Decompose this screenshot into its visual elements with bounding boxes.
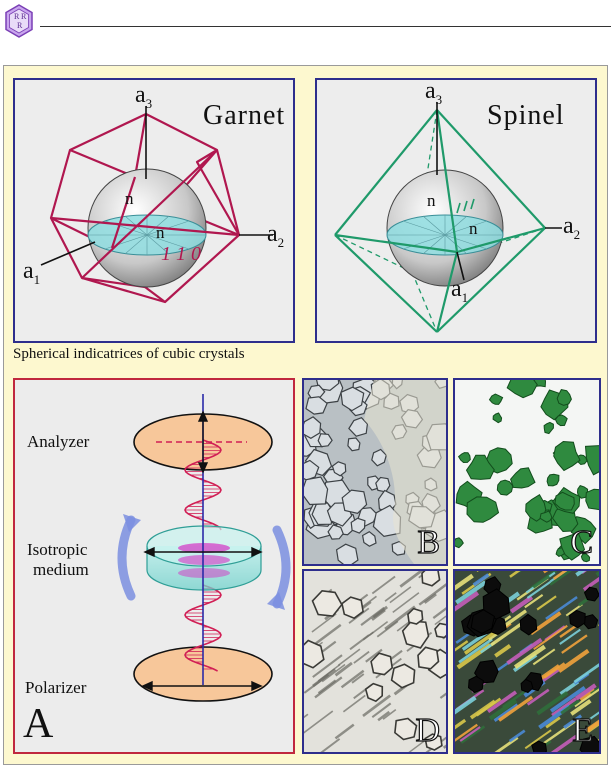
spinel-title: Spinel — [487, 100, 565, 131]
garnet-diagram: n n 1 1 0 — [40, 106, 273, 304]
photo-letter-e: E — [572, 711, 594, 749]
axis-a1-label: a1 — [451, 276, 469, 305]
axis-a3-label: a3 — [135, 82, 153, 111]
logo-letter-1: R — [14, 12, 20, 21]
spinel-diagram: n n — [334, 102, 562, 333]
axis-a2-label: a2 — [563, 213, 581, 242]
garnet-panel: n n 1 1 0 a3 a2 a1 Garnet — [13, 78, 295, 343]
garnet-title: Garnet — [203, 100, 286, 131]
photo-c-texture — [455, 380, 599, 564]
axis-a1-label: a1 — [23, 258, 41, 287]
panel-letter-a: A — [23, 701, 54, 747]
photo-c-spinel-ppl: C — [453, 378, 601, 566]
logo-letter-2: R — [21, 12, 27, 21]
photo-b-texture — [304, 380, 446, 564]
panel-a-polarized-light: Analyzer Isotropic medium Polarizer A — [13, 378, 295, 754]
face-index-label: 1 1 0 — [161, 243, 201, 265]
spinel-panel: n n a3 a2 a1 Spinel — [315, 78, 597, 343]
photo-letter-b: B — [417, 523, 441, 561]
photo-letter-c: C — [570, 523, 594, 561]
isotropic-label-line2: medium — [33, 560, 89, 579]
photo-letter-d: D — [415, 711, 441, 749]
logo-icon: R R R — [5, 4, 33, 38]
axis-a2-label: a2 — [267, 221, 285, 250]
n-label-top: n — [427, 191, 436, 210]
polarizer-label: Polarizer — [25, 678, 87, 697]
polarized-light-diagram — [117, 394, 291, 702]
logo-letter-3: R — [17, 21, 23, 30]
photo-e-texture — [455, 571, 599, 752]
photo-b-garnet-ppl: B — [302, 378, 448, 566]
n-label-side: n — [156, 223, 165, 242]
analyzer-label: Analyzer — [27, 432, 90, 451]
n-label-top: n — [125, 189, 134, 208]
photo-d-texture — [304, 571, 446, 752]
photo-d-garnet-schist-ppl: D — [302, 569, 448, 754]
figure-caption: Spherical indicatrices of cubic crystals — [13, 346, 245, 362]
n-label-side: n — [469, 219, 478, 238]
photo-e-garnet-schist-xpl: E — [453, 569, 601, 754]
header-rule — [40, 26, 611, 27]
axis-a3-label: a3 — [425, 78, 443, 107]
light-wave — [184, 439, 222, 672]
isotropic-label-line1: Isotropic — [27, 540, 88, 559]
